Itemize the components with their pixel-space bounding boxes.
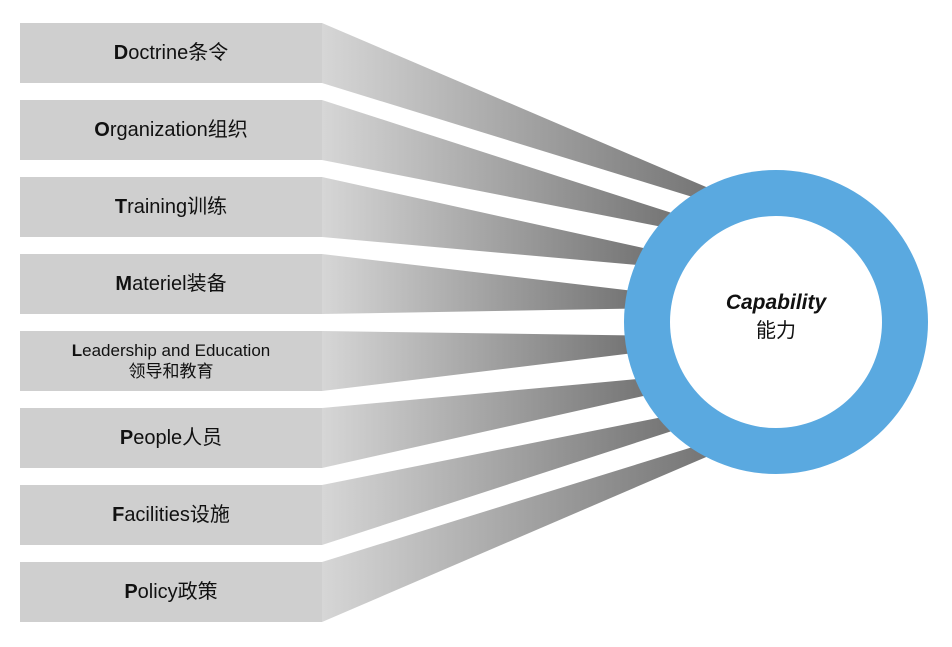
wedge-leadership-education <box>322 331 640 391</box>
box-training: Training训练 <box>20 177 322 237</box>
wedge-training <box>322 177 656 266</box>
wedge-facilities <box>322 415 684 545</box>
label-training: Training训练 <box>114 196 228 218</box>
element-list: Doctrine条令 Organization组织 Training训练 Mat… <box>20 23 322 622</box>
box-doctrine: Doctrine条令 <box>20 23 322 83</box>
label-organization: Organization组织 <box>94 119 248 141</box>
box-organization: Organization组织 <box>20 100 322 160</box>
wedge-materiel <box>322 254 640 314</box>
box-people: People人员 <box>20 408 322 468</box>
wedge-doctrine <box>322 23 721 201</box>
label-materiel: Materiel装备 <box>115 273 227 295</box>
box-policy: Policy政策 <box>20 562 322 622</box>
center-subtitle: 能力 <box>756 320 796 342</box>
capability-ring-inner <box>670 216 882 428</box>
label-policy: Policy政策 <box>124 581 218 603</box>
label-doctrine: Doctrine条令 <box>113 42 229 64</box>
label-people: People人员 <box>119 427 223 449</box>
sublabel-leadership-education: 领导和教育 <box>128 362 214 381</box>
label-leadership-education: Leadership and Education <box>71 341 271 360</box>
center-title: Capability <box>725 291 827 314</box>
wedge-organization <box>322 100 684 229</box>
capability-label: Capability 能力 <box>670 290 882 344</box>
box-materiel: Materiel装备 <box>20 254 322 314</box>
wedge-people <box>322 378 656 468</box>
box-facilities: Facilities设施 <box>20 485 322 545</box>
box-leadership-education: Leadership and Education 领导和教育 <box>20 331 322 391</box>
wedge-policy <box>322 443 721 622</box>
label-facilities: Facilities设施 <box>112 504 230 526</box>
